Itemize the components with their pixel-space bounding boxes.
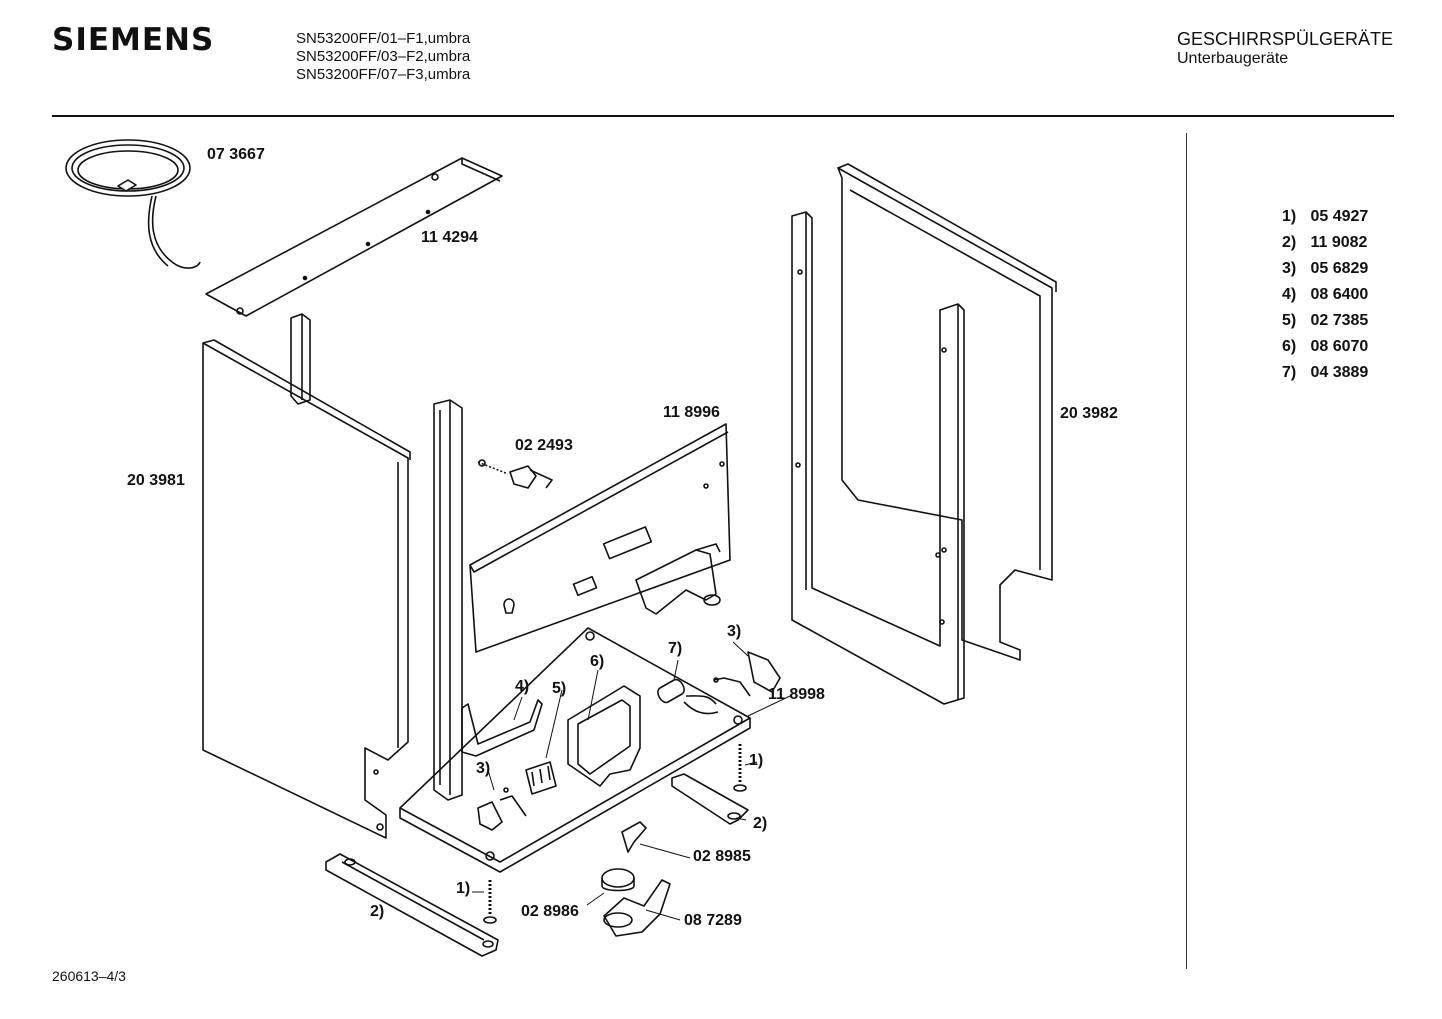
- hook-part: [477, 459, 553, 489]
- brand-logo: SIEMENS: [52, 22, 215, 58]
- header-divider: [52, 115, 1394, 117]
- left-front-post: [433, 399, 463, 801]
- clip-3-right: [713, 651, 781, 697]
- legend-row: 7) 04 3889: [1282, 364, 1369, 381]
- label-rear-panel: 11 8996: [663, 404, 720, 421]
- bracket-4: [461, 699, 543, 757]
- callout-6: 6): [590, 653, 605, 670]
- duct-part: [635, 543, 721, 615]
- left-side-panel: [202, 339, 411, 839]
- label-left-side-panel: 20 3981: [127, 472, 185, 489]
- label-part-b: 02 8986: [521, 903, 579, 920]
- label-top-strip: 11 4294: [421, 229, 478, 246]
- rear-panel: [469, 423, 731, 653]
- callout-7: 7): [668, 640, 683, 657]
- small-lever-part: [621, 821, 647, 853]
- callout-1-right: 1): [749, 752, 764, 769]
- category-title: GESCHIRRSPÜLGERÄTE: [1177, 29, 1394, 49]
- float-disc: [601, 868, 635, 892]
- label-part-a: 02 8985: [693, 848, 751, 865]
- legend-row: 1) 05 4927: [1282, 208, 1369, 225]
- model-line: SN53200FF/07–F3,umbra: [296, 66, 471, 83]
- switch-frame-6: [567, 685, 641, 787]
- legend-row: 4) 08 6400: [1282, 286, 1369, 303]
- model-line: SN53200FF/01–F1,umbra: [296, 30, 471, 47]
- callout-1-left: 1): [456, 880, 471, 897]
- clip-3-left: [477, 787, 527, 831]
- label-base: 11 8998: [768, 686, 825, 703]
- category-block: GESCHIRRSPÜLGERÄTE Unterbaugeräte: [1177, 30, 1393, 68]
- drawing-number: 260613–4/3: [52, 968, 126, 984]
- callout-5: 5): [552, 680, 567, 697]
- model-line: SN53200FF/03–F2,umbra: [296, 48, 471, 65]
- foot-rail-left: [325, 853, 499, 957]
- label-right-side-panel: 20 3982: [1060, 405, 1118, 422]
- sensor-assembly: [603, 879, 671, 937]
- terminal-block-5: [525, 761, 557, 795]
- legend-row: 3) 05 6829: [1282, 260, 1369, 277]
- callout-2-right: 2): [753, 815, 768, 832]
- left-rear-post: [290, 313, 311, 405]
- capacitor-7: [657, 678, 719, 715]
- callout-2-left: 2): [370, 903, 385, 920]
- screw-left: [483, 880, 497, 924]
- label-hook: 02 2493: [515, 437, 573, 454]
- legend-row: 6) 08 6070: [1282, 338, 1369, 355]
- callout-4: 4): [515, 678, 530, 695]
- callout-3-right: 3): [727, 623, 742, 640]
- legend-row: 2) 11 9082: [1282, 234, 1368, 251]
- base-plate: [399, 627, 751, 873]
- leader-lines: [472, 641, 791, 921]
- label-cord: 07 3667: [207, 146, 265, 163]
- legend-row: 5) 02 7385: [1282, 312, 1369, 329]
- right-door-frame: [791, 211, 965, 705]
- callout-3-left: 3): [476, 760, 491, 777]
- legend-divider: [1186, 133, 1187, 969]
- power-cord: [65, 139, 201, 269]
- parts-legend: 1) 05 4927 2) 11 9082 3) 05 6829 4) 08 6…: [1282, 208, 1368, 390]
- category-subtitle: Unterbaugeräte: [1177, 50, 1289, 67]
- screw-right: [733, 744, 747, 792]
- model-list: SN53200FF/01–F1,umbra SN53200FF/03–F2,um…: [296, 30, 470, 84]
- top-strip: [205, 157, 503, 317]
- foot-rail-right: [671, 773, 749, 825]
- right-side-panel: [837, 163, 1057, 661]
- label-part-c: 08 7289: [684, 912, 742, 929]
